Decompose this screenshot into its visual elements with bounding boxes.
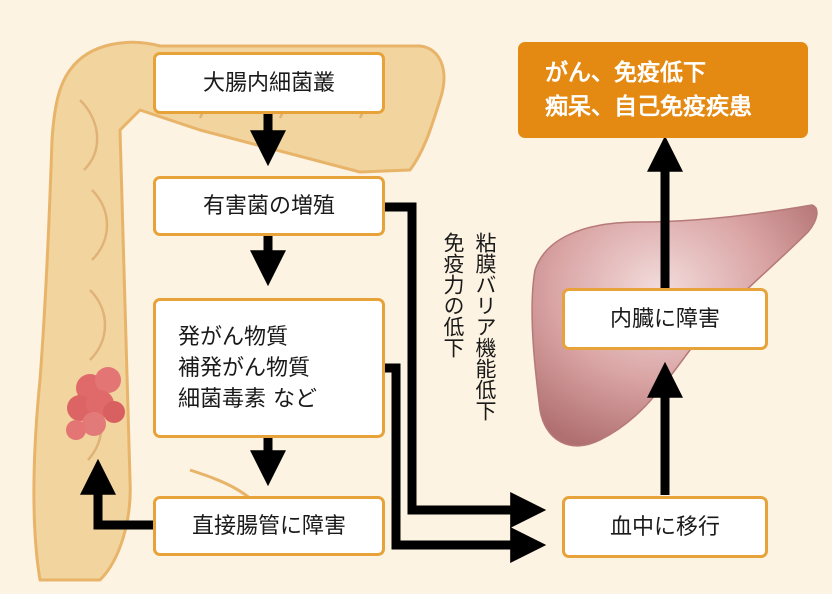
immunity-decline-label: 免疫力の低下 <box>441 232 465 358</box>
harmful-bacteria-label: 有害菌の増殖 <box>202 193 335 219</box>
intestinal-damage-label: 直接腸管に障害 <box>191 513 346 539</box>
carcinogens-box: 発がん物質 補発がん物質 細菌毒素 など <box>153 298 385 438</box>
organ-damage-box: 内臓に障害 <box>562 288 768 350</box>
mucosal-barrier-label: 粘膜バリア機能低下 <box>473 232 497 421</box>
harmful-bacteria-box: 有害菌の増殖 <box>153 176 385 236</box>
gut-flora-label: 大腸内細菌叢 <box>202 70 335 96</box>
organ-damage-label: 内臓に障害 <box>609 306 720 332</box>
polyp-illustration <box>66 367 125 440</box>
outcome-line-1: がん、免疫低下 <box>545 60 706 86</box>
bloodstream-box: 血中に移行 <box>562 496 768 558</box>
flow-arrows <box>80 113 683 563</box>
outcome-line-2: 痴呆、自己免疫疾患 <box>545 94 752 120</box>
gut-flora-box: 大腸内細菌叢 <box>153 52 385 114</box>
bloodstream-label: 血中に移行 <box>609 514 720 540</box>
outcome-box: がん、免疫低下 痴呆、自己免疫疾患 <box>518 42 808 138</box>
intestinal-damage-box: 直接腸管に障害 <box>153 496 385 556</box>
carcinogens-line-1: 発がん物質 <box>178 324 289 350</box>
carcinogens-line-3: 細菌毒素 など <box>178 386 317 412</box>
carcinogens-line-2: 補発がん物質 <box>178 355 311 381</box>
